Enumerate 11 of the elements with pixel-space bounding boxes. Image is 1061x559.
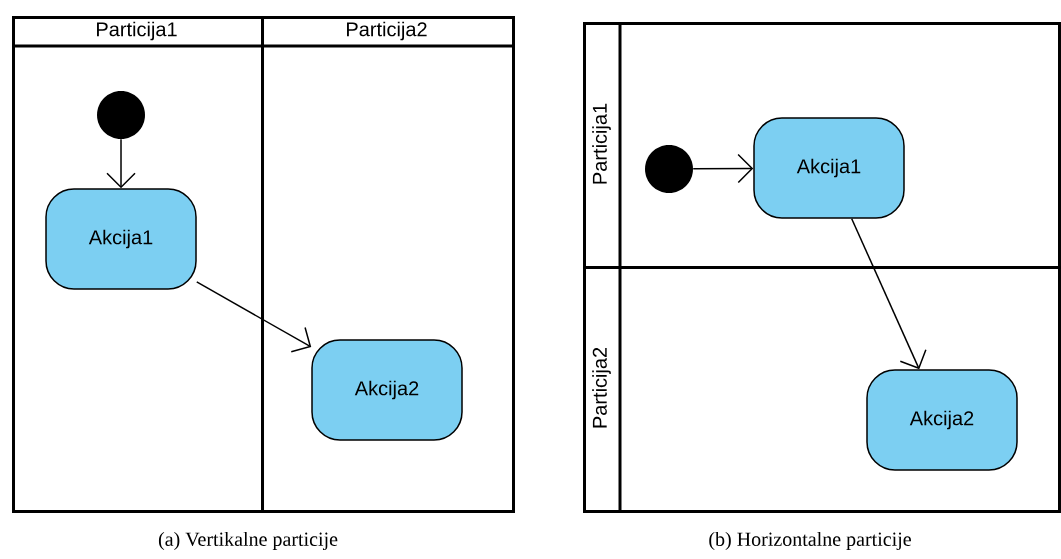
action-box: Akcija1 [45,188,197,290]
action-box: Akcija2 [866,369,1018,471]
caption: (a) Vertikalne particije [158,531,338,551]
arrow [850,218,927,370]
action-box: Akcija2 [311,339,463,441]
caption: (b) Horizontalne particije [709,531,911,551]
arrow [196,281,312,353]
action-box: Akcija1 [753,117,905,219]
start-dot [645,145,693,193]
start-dot [97,91,145,139]
arrow [692,153,754,184]
